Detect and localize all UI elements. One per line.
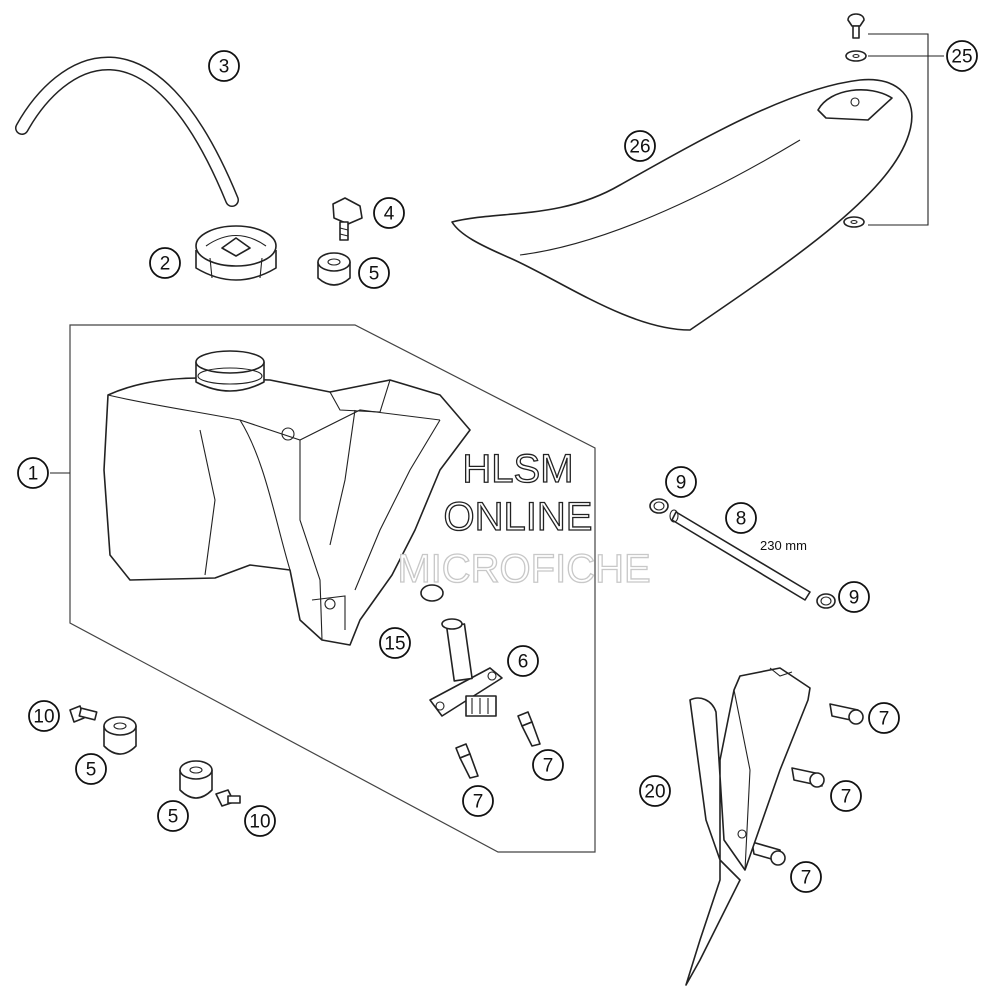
screw-shroud-2	[791, 767, 825, 788]
hose-clamp-top	[649, 498, 669, 514]
svg-text:6: 6	[518, 652, 529, 673]
rubber-spacer-bottom	[179, 760, 213, 799]
fuel-tap	[429, 618, 503, 717]
seat	[451, 78, 913, 331]
rubber-spacer-top	[317, 252, 351, 286]
svg-text:5: 5	[168, 807, 179, 828]
callout-7-shroud-2: 7	[830, 780, 862, 812]
svg-text:7: 7	[879, 709, 890, 730]
tank-shroud	[685, 667, 811, 986]
filter-disc	[420, 584, 444, 602]
vent-bolt	[332, 197, 363, 241]
callout-15: 15	[379, 627, 411, 659]
svg-text:10: 10	[33, 707, 54, 728]
svg-text:7: 7	[543, 756, 554, 777]
svg-text:7: 7	[473, 792, 484, 813]
svg-text:5: 5	[86, 760, 97, 781]
svg-text:25: 25	[951, 47, 972, 68]
callout-9-bottom: 9	[838, 581, 870, 613]
callout-8: 8	[725, 502, 757, 534]
rubber-spacer-left	[103, 716, 137, 755]
callout-20: 20	[639, 775, 671, 807]
callout-6: 6	[507, 645, 539, 677]
svg-text:15: 15	[384, 634, 405, 655]
svg-text:9: 9	[849, 588, 860, 609]
screw-left-bottom	[215, 789, 241, 807]
fuel-tank	[103, 350, 471, 646]
screw-tap-1	[517, 711, 541, 747]
hose-length-label: 230 mm	[760, 538, 807, 553]
callout-4: 4	[373, 197, 405, 229]
screw-shroud-3	[751, 841, 786, 866]
watermark-line1: HLSM	[462, 447, 573, 491]
svg-text:2: 2	[160, 254, 171, 275]
svg-text:8: 8	[736, 509, 747, 530]
callout-3: 3	[208, 50, 240, 82]
screw-tap-2	[455, 743, 479, 779]
svg-text:26: 26	[629, 137, 650, 158]
callout-5-bottom: 5	[157, 800, 189, 832]
callout-7-tap-right: 7	[532, 749, 564, 781]
svg-text:9: 9	[676, 473, 687, 494]
callout-5-top: 5	[358, 257, 390, 289]
svg-text:20: 20	[644, 782, 665, 803]
svg-text:5: 5	[369, 264, 380, 285]
fuel-cap	[195, 225, 277, 281]
callout-5-left: 5	[75, 753, 107, 785]
screw-shroud-1	[829, 703, 864, 725]
callout-25: 25	[946, 40, 978, 72]
svg-text:10: 10	[249, 812, 270, 833]
svg-text:3: 3	[219, 57, 230, 78]
callout-26: 26	[624, 130, 656, 162]
callout-7-shroud-3: 7	[790, 861, 822, 893]
svg-text:7: 7	[841, 787, 852, 808]
tank-assembly-box	[69, 324, 596, 853]
callout-2: 2	[149, 247, 181, 279]
callout-7-tap-left: 7	[462, 785, 494, 817]
fuel-hose	[15, 56, 239, 207]
callout-1: 1	[17, 457, 49, 489]
watermark-line3: MICROFICHE	[397, 547, 650, 591]
callout-7-shroud-1: 7	[868, 702, 900, 734]
watermark-line2: ONLINE	[444, 495, 593, 539]
callout-10-top: 10	[28, 700, 60, 732]
svg-text:7: 7	[801, 868, 812, 889]
svg-text:1: 1	[28, 464, 39, 485]
seat-fastener	[843, 13, 944, 228]
callout-10-bottom: 10	[244, 805, 276, 837]
svg-text:4: 4	[384, 204, 395, 225]
hose-clamp-bottom	[816, 593, 836, 609]
screw-left-top	[69, 705, 98, 723]
callout-9-top: 9	[665, 466, 697, 498]
breather-hose	[669, 509, 811, 601]
